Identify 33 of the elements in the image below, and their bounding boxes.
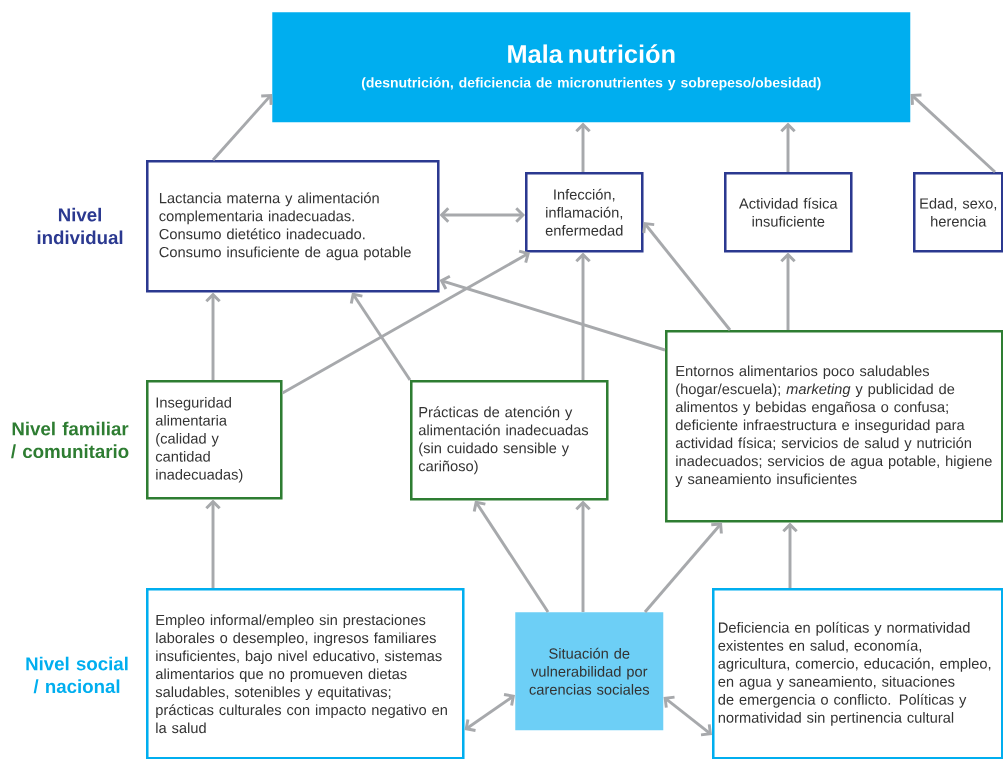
arrow bbox=[642, 222, 732, 331]
arrow bbox=[910, 93, 996, 174]
factor-box: Deficiencia en políticas y normatividad existentes en salud, economía, agricultura, comercio, educación, empleo, en agua y saneamiento, situaciones de emergencia o conflicto. Políticas y normatividad sin pertinencia cultural bbox=[712, 588, 1003, 759]
arrow bbox=[575, 252, 591, 380]
level-label: Nivel social / nacional bbox=[26, 656, 128, 694]
factor-box: Edad, sexo, herencia bbox=[913, 172, 1003, 253]
factor-box: Actividad física insuficiente bbox=[724, 172, 853, 253]
arrow bbox=[780, 252, 796, 330]
highlight-box: Situación de vulnerabilidad por carencias sociales bbox=[515, 612, 664, 731]
arrow bbox=[349, 292, 412, 381]
arrow bbox=[205, 499, 221, 588]
factor-box: Entornos alimentarios poco saludables (hogar/escuela); marketing y publicidad de alimentos y bebidas engañosa o confusa; deficiente infraestructura e inseguridad para actividad física; servicios de salud y nutrición inadecuados; servicios de agua potable, higiene y saneamiento insuficientes bbox=[665, 330, 1003, 523]
factor-box: Infección, inflamación, enfermedad bbox=[525, 172, 644, 253]
arrow bbox=[464, 693, 515, 732]
arrow bbox=[472, 500, 550, 613]
factor-box: Prácticas de atención y alimentación inadecuadas (sin cuidado sensible y cariñoso) bbox=[410, 380, 609, 501]
arrow bbox=[780, 122, 796, 172]
arrow bbox=[205, 292, 221, 380]
level-label: Nivel individual bbox=[37, 207, 123, 245]
level-label: Nivel familiar / comunitario bbox=[11, 421, 129, 459]
arrow bbox=[439, 207, 525, 223]
arrow bbox=[782, 522, 798, 588]
factor-box: Inseguridad alimentaria (calidad y cantidad inadecuadas) bbox=[146, 380, 283, 500]
arrow bbox=[211, 94, 273, 161]
factor-box: Lactancia materna y alimentación complementaria inadecuadas. Consumo dietético inadecuado. Consumo insuficiente de agua potable bbox=[146, 160, 440, 293]
arrow bbox=[663, 695, 712, 737]
factor-box: Empleo informal/empleo sin prestaciones laborales o desempleo, ingresos familiares insuficientes, bajo nivel educativo, sistemas alimentarios que no promueven dietas saludables, sotenibles y equitativas; prácticas culturales con impacto negativo en la salud bbox=[146, 588, 465, 759]
arrow bbox=[575, 122, 591, 172]
title-box: Mala nutrición (desnutrición, deficiencia de micronutrientes y sobrepeso/obesidad) bbox=[272, 12, 911, 123]
arrow bbox=[439, 274, 666, 352]
arrow bbox=[643, 522, 723, 613]
arrow bbox=[281, 249, 530, 395]
arrow bbox=[575, 500, 591, 612]
